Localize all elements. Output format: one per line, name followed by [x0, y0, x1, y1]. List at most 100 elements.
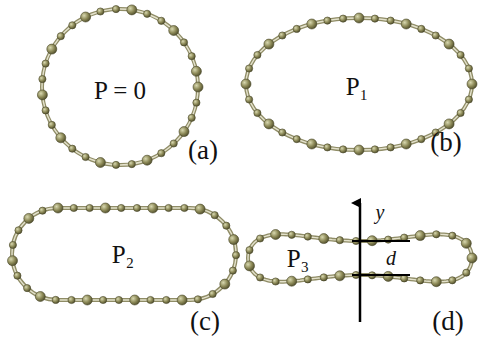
bead	[100, 203, 110, 213]
bead	[53, 203, 63, 213]
panel-letter: (c)	[190, 308, 220, 335]
bead	[461, 238, 471, 248]
bead	[257, 235, 264, 242]
bead	[246, 96, 253, 103]
pressure-label: P₂	[112, 242, 135, 267]
bead	[279, 129, 286, 136]
circular-ring	[42, 9, 198, 165]
bead	[14, 272, 21, 279]
bead	[82, 295, 92, 305]
bead	[52, 296, 59, 303]
bead	[444, 39, 454, 49]
bead	[401, 139, 411, 149]
bead	[112, 6, 119, 13]
bead	[24, 285, 31, 292]
bead	[401, 19, 411, 29]
bead	[385, 236, 392, 243]
bead	[39, 207, 46, 214]
bead	[354, 145, 364, 155]
bead	[340, 146, 347, 153]
panel-letter: (a)	[188, 137, 218, 164]
bead	[81, 12, 91, 22]
bead	[8, 256, 18, 266]
bead	[100, 296, 107, 303]
bead	[39, 76, 46, 83]
bead	[35, 292, 45, 302]
bead	[264, 119, 274, 129]
bead	[288, 231, 295, 238]
bead	[148, 203, 158, 213]
bead	[417, 277, 424, 284]
bead	[257, 274, 264, 281]
bead	[165, 204, 172, 211]
bead	[69, 22, 76, 29]
bead	[354, 13, 364, 23]
bead	[57, 33, 64, 40]
bead	[457, 51, 464, 58]
bead	[195, 204, 205, 214]
bead	[133, 204, 140, 211]
bead	[383, 271, 393, 281]
bead-group	[8, 5, 478, 305]
bead	[371, 15, 378, 22]
bead	[144, 10, 151, 17]
pressure-label: P₃	[287, 246, 310, 271]
bead	[118, 204, 125, 211]
dimension-label: d	[385, 248, 397, 268]
bead	[254, 51, 261, 58]
bead	[42, 107, 49, 114]
bead	[307, 139, 317, 149]
bead	[449, 232, 456, 239]
chain-highlight	[42, 9, 198, 165]
bead	[449, 277, 456, 284]
bead	[324, 17, 331, 24]
bead	[193, 82, 203, 92]
bead	[279, 32, 286, 39]
bead	[68, 296, 75, 303]
panel-letter: (b)	[430, 129, 461, 156]
pressure-label: P₁	[346, 74, 369, 99]
bead	[142, 155, 152, 165]
panel-letter: (d)	[432, 308, 463, 335]
bead	[95, 158, 105, 168]
bead	[457, 109, 464, 116]
bead	[194, 296, 201, 303]
bead	[69, 145, 76, 152]
bead	[42, 60, 49, 67]
bead	[287, 276, 297, 286]
axis-label: y	[375, 202, 386, 222]
bead	[467, 79, 477, 89]
bead	[9, 241, 16, 248]
y-axis	[359, 203, 362, 322]
bead	[82, 153, 89, 160]
bead	[371, 146, 378, 153]
bead	[336, 237, 343, 244]
bead	[56, 133, 66, 143]
bead	[467, 253, 477, 263]
bead	[163, 296, 170, 303]
bead	[181, 204, 188, 211]
bead	[304, 233, 311, 240]
bead	[293, 25, 300, 32]
bead	[229, 235, 239, 245]
bead	[179, 127, 189, 137]
bead	[463, 269, 470, 276]
bead	[188, 114, 195, 121]
bead	[158, 17, 165, 24]
bead	[340, 15, 347, 22]
bead	[432, 32, 439, 39]
bead	[37, 90, 47, 100]
bead	[264, 39, 274, 49]
pressure-label: P = 0	[94, 78, 146, 103]
bead	[246, 247, 253, 254]
bead	[86, 204, 93, 211]
bead	[188, 53, 195, 60]
bead	[320, 274, 327, 281]
bead	[431, 277, 441, 287]
bead	[128, 161, 135, 168]
bead	[211, 212, 218, 219]
bead	[241, 79, 251, 89]
bead	[335, 271, 345, 281]
bead	[229, 267, 236, 274]
chain-highlight	[12, 208, 236, 300]
